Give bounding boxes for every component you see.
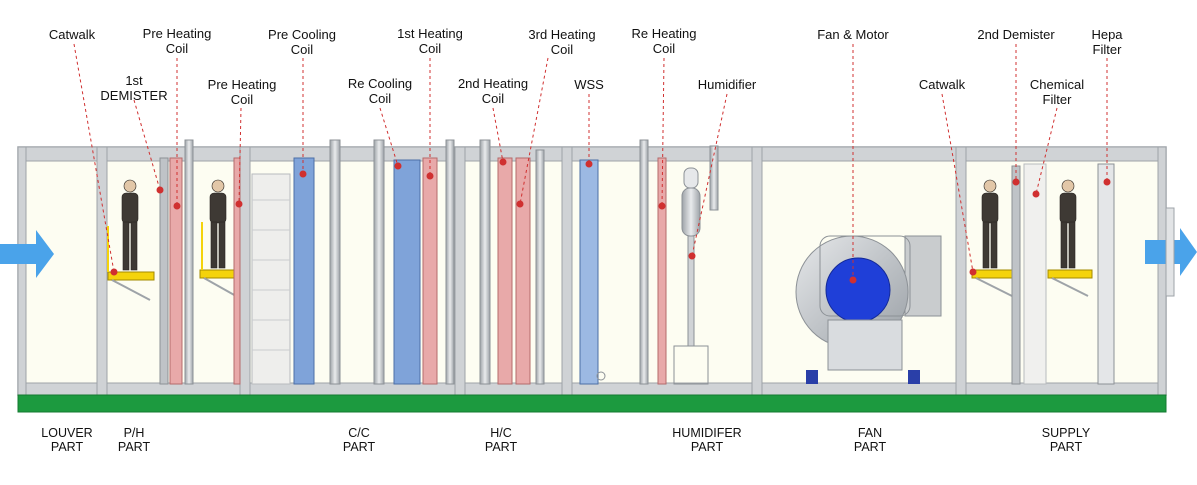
label-2nd-demister: 2nd Demister xyxy=(977,27,1055,42)
outlet-flange xyxy=(1165,207,1175,297)
eliminator-panel xyxy=(251,173,291,385)
callout-dots xyxy=(110,158,1111,284)
heating-coil-3rd xyxy=(515,149,545,385)
label-wss: WSS xyxy=(574,77,604,92)
worker-figure-3 xyxy=(981,179,999,269)
hepa-filter xyxy=(1097,163,1115,385)
label-catwalk-right: Catwalk xyxy=(918,77,966,92)
pre-cooling-coil xyxy=(293,139,341,385)
label-fan-motor: Fan & Motor xyxy=(817,27,889,42)
catwalk-left xyxy=(107,222,241,301)
re-cooling-coil xyxy=(373,139,421,385)
pre-heating-coil-1 xyxy=(169,139,194,385)
airflow-in-arrow-icon xyxy=(0,230,54,278)
fan-motor-unit xyxy=(795,235,942,384)
pre-heating-coil-2 xyxy=(233,157,241,385)
worker-figure-1 xyxy=(121,179,139,271)
green-base xyxy=(17,394,1167,413)
humidifier-unit xyxy=(673,145,719,385)
demister-1st xyxy=(159,157,169,385)
worker-figure-4 xyxy=(1059,179,1077,269)
label-humidifier: Humidifier xyxy=(697,77,757,92)
heating-coil-2nd xyxy=(479,139,513,385)
worker-figure-2 xyxy=(209,179,227,269)
label-catwalk-left: Catwalk xyxy=(48,27,96,42)
leader-lines xyxy=(73,43,1108,280)
chemical-filter xyxy=(1023,163,1047,385)
re-heating-coil xyxy=(639,139,667,385)
catwalk-right xyxy=(971,269,1093,297)
demister-2nd xyxy=(1011,165,1021,385)
heating-coil-1st xyxy=(422,139,455,385)
